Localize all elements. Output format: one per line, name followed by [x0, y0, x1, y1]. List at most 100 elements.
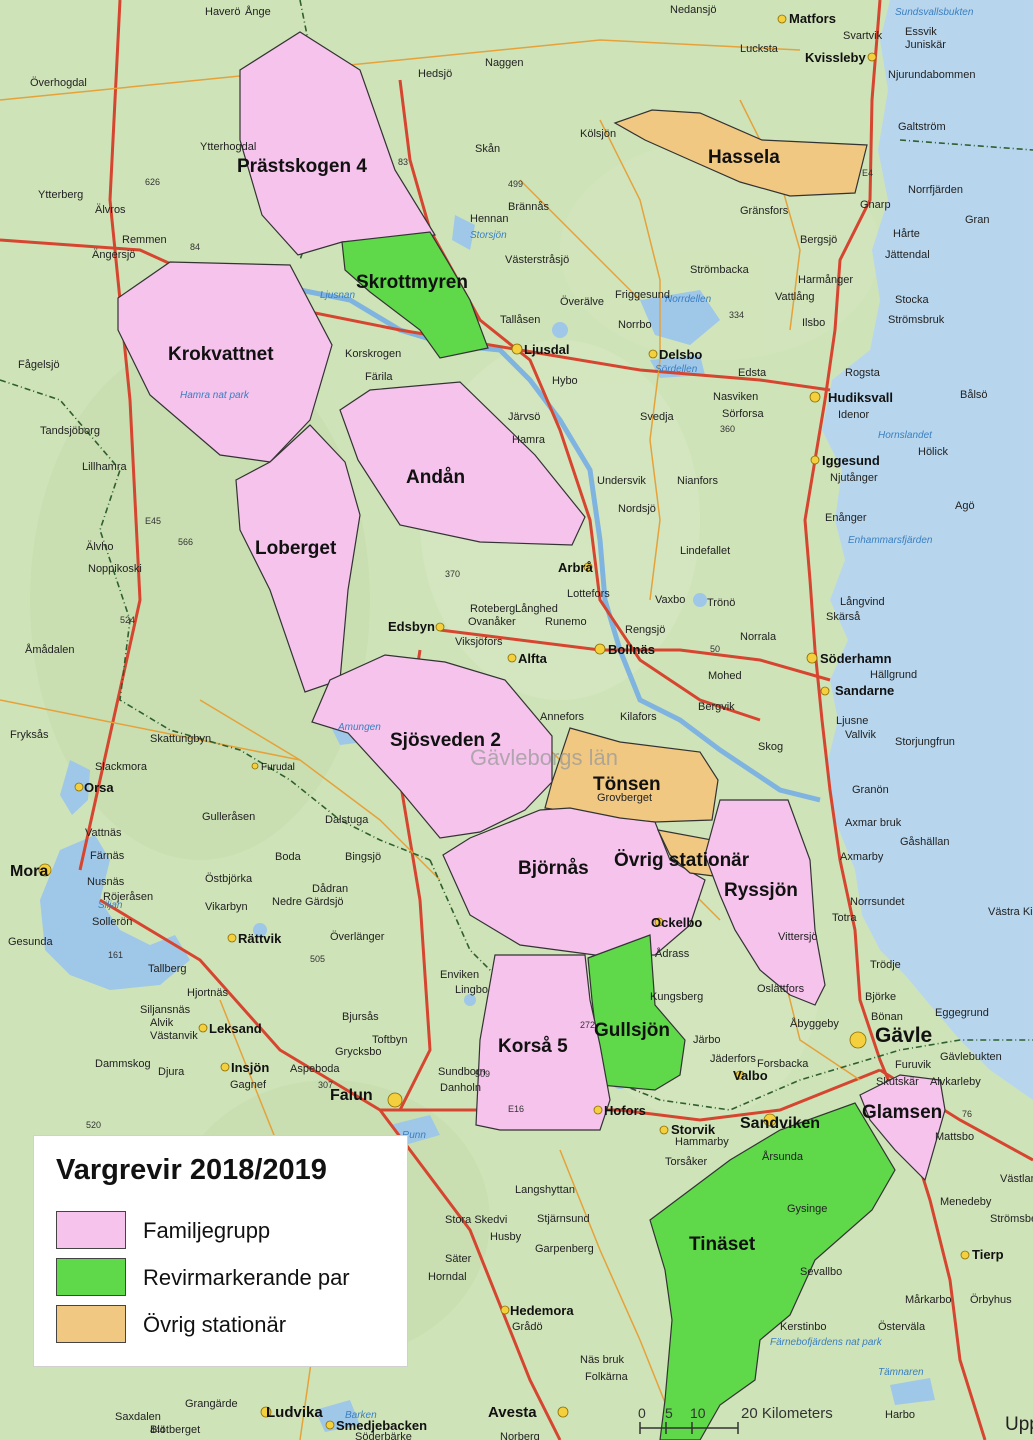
lake-storsjon: [452, 215, 475, 250]
svg-text:Ludvika: Ludvika: [266, 1404, 323, 1421]
svg-text:Lottefors: Lottefors: [567, 588, 610, 600]
svg-text:Bålsö: Bålsö: [960, 389, 988, 401]
svg-text:Kilafors: Kilafors: [620, 711, 657, 723]
svg-text:Ängersjö: Ängersjö: [92, 249, 135, 261]
svg-text:Jättendal: Jättendal: [885, 249, 930, 261]
svg-text:Annefors: Annefors: [540, 711, 585, 723]
svg-text:Valbo: Valbo: [733, 1068, 768, 1083]
territory-label: Andån: [406, 467, 465, 488]
svg-text:Ljusnan: Ljusnan: [320, 290, 355, 301]
svg-text:Danholn: Danholn: [440, 1082, 481, 1094]
svg-text:Boda: Boda: [275, 851, 302, 863]
svg-text:Falun: Falun: [330, 1087, 373, 1104]
svg-text:Vattlång: Vattlång: [775, 291, 815, 303]
svg-text:Västerstråsjö: Västerstråsjö: [505, 254, 569, 266]
town-dots: [38, 14, 970, 1430]
scale-tick: 0: [638, 1405, 646, 1421]
svg-text:Naggen: Naggen: [485, 57, 524, 69]
town-labels: Matfors Kvissleby Hudiksvall Iggesund Sö…: [10, 11, 1004, 1433]
svg-text:Noppikoski: Noppikoski: [88, 563, 142, 575]
svg-text:Ådrass: Ådrass: [655, 947, 690, 960]
svg-text:Toftbyn: Toftbyn: [372, 1034, 407, 1046]
svg-text:Vikarbyn: Vikarbyn: [205, 901, 248, 913]
svg-text:Strömbacka: Strömbacka: [690, 264, 750, 276]
svg-text:Rengsjö: Rengsjö: [625, 624, 665, 636]
svg-text:Furuvik: Furuvik: [895, 1059, 932, 1071]
svg-text:Gävle: Gävle: [875, 1024, 932, 1047]
svg-text:Agö: Agö: [955, 500, 975, 512]
svg-text:Trödje: Trödje: [870, 959, 901, 971]
svg-text:Hedemora: Hedemora: [510, 1303, 574, 1318]
svg-text:Kungsberg: Kungsberg: [650, 991, 703, 1003]
svg-text:Matfors: Matfors: [789, 11, 836, 26]
svg-text:272: 272: [580, 1020, 595, 1030]
svg-text:509: 509: [475, 1069, 490, 1079]
svg-text:Storvik: Storvik: [671, 1122, 716, 1137]
svg-text:Norrfjärden: Norrfjärden: [908, 184, 963, 196]
svg-text:Totra: Totra: [832, 912, 857, 924]
legend-swatch: [56, 1305, 126, 1343]
road-e45: [78, 0, 142, 871]
svg-text:Viksjöfors: Viksjöfors: [455, 636, 503, 648]
svg-text:Stora Skedvi: Stora Skedvi: [445, 1214, 507, 1226]
territory-label: Tinäset: [689, 1234, 756, 1255]
svg-text:Gesunda: Gesunda: [8, 936, 54, 948]
svg-text:Tämnaren: Tämnaren: [878, 1367, 924, 1378]
svg-text:520: 520: [86, 1120, 101, 1130]
svg-text:Vattnäs: Vattnäs: [85, 827, 122, 839]
svg-text:Smedjebacken: Smedjebacken: [336, 1418, 427, 1433]
svg-text:Örbyhus: Örbyhus: [970, 1294, 1012, 1306]
svg-text:Axmar bruk: Axmar bruk: [845, 817, 902, 829]
svg-text:Luckstа: Luckstа: [740, 43, 779, 55]
svg-text:Lindefallet: Lindefallet: [680, 545, 730, 557]
svg-text:Gagnef: Gagnef: [230, 1079, 267, 1091]
svg-text:Axmarby: Axmarby: [840, 851, 884, 863]
svg-text:Alfta: Alfta: [518, 651, 548, 666]
svg-text:Ytterberg: Ytterberg: [38, 189, 83, 201]
legend-label: Familjegrupp: [143, 1218, 271, 1243]
svg-text:Arbrå: Arbrå: [558, 560, 593, 575]
svg-text:E4: E4: [862, 168, 873, 178]
svg-text:Enånger: Enånger: [825, 512, 867, 524]
svg-text:Strömsberg: Strömsberg: [990, 1213, 1033, 1225]
svg-text:Enhammarsfjärden: Enhammarsfjärden: [848, 535, 933, 546]
svg-text:Färila: Färila: [365, 371, 393, 383]
svg-text:Skutskär: Skutskär: [876, 1076, 919, 1088]
svg-text:Roteberg: Roteberg: [470, 603, 515, 615]
svg-text:Galtström: Galtström: [898, 121, 946, 133]
svg-text:Överlänger: Överlänger: [330, 931, 385, 943]
territory-labels: Prästskogen 4 Skrottmyren Hassela Krokva…: [168, 147, 942, 1255]
svg-text:Norrbo: Norrbo: [618, 319, 652, 331]
svg-text:Västland: Västland: [1000, 1173, 1033, 1185]
svg-text:Harbo: Harbo: [885, 1409, 915, 1421]
territory-label: Björnås: [518, 858, 589, 879]
svg-text:Nordsjö: Nordsjö: [618, 503, 656, 515]
svg-text:Blötberget: Blötberget: [150, 1424, 200, 1436]
legend-swatch: [56, 1258, 126, 1296]
svg-text:Bjursås: Bjursås: [342, 1011, 379, 1023]
svg-text:Sandarne: Sandarne: [835, 683, 894, 698]
svg-text:Langshyttan: Langshyttan: [515, 1184, 575, 1196]
svg-text:Norberg: Norberg: [500, 1431, 540, 1440]
svg-text:Stocka: Stocka: [895, 294, 930, 306]
svg-text:Grangärde: Grangärde: [185, 1398, 238, 1410]
svg-text:Skog: Skog: [758, 741, 783, 753]
svg-text:84: 84: [190, 242, 200, 252]
svg-text:Strömsbruk: Strömsbruk: [888, 314, 945, 326]
territory-label: Glamsen: [862, 1102, 942, 1123]
svg-text:Hudiksvall: Hudiksvall: [828, 390, 893, 405]
svg-text:Trönö: Trönö: [707, 597, 735, 609]
territory-label: Krokvattnet: [168, 344, 274, 365]
svg-text:Årsunda: Årsunda: [762, 1150, 804, 1163]
svg-text:Hällgrund: Hällgrund: [870, 669, 917, 681]
svg-text:Djura: Djura: [158, 1066, 185, 1078]
svg-text:Sevallbo: Sevallbo: [800, 1266, 842, 1278]
svg-text:Alvik: Alvik: [150, 1017, 174, 1029]
svg-text:E45: E45: [145, 516, 161, 526]
county-label: Gävleborgs län: [470, 745, 618, 770]
legend-label: Övrig stationär: [143, 1312, 287, 1337]
svg-text:Stjärnsund: Stjärnsund: [537, 1213, 590, 1225]
legend-title: Vargrevir 2018/2019: [56, 1154, 327, 1186]
water-labels: Sundsvallsbukten Storsjön Ljusnan Norrde…: [98, 7, 974, 1421]
svg-text:Järbo: Järbo: [693, 1034, 721, 1046]
